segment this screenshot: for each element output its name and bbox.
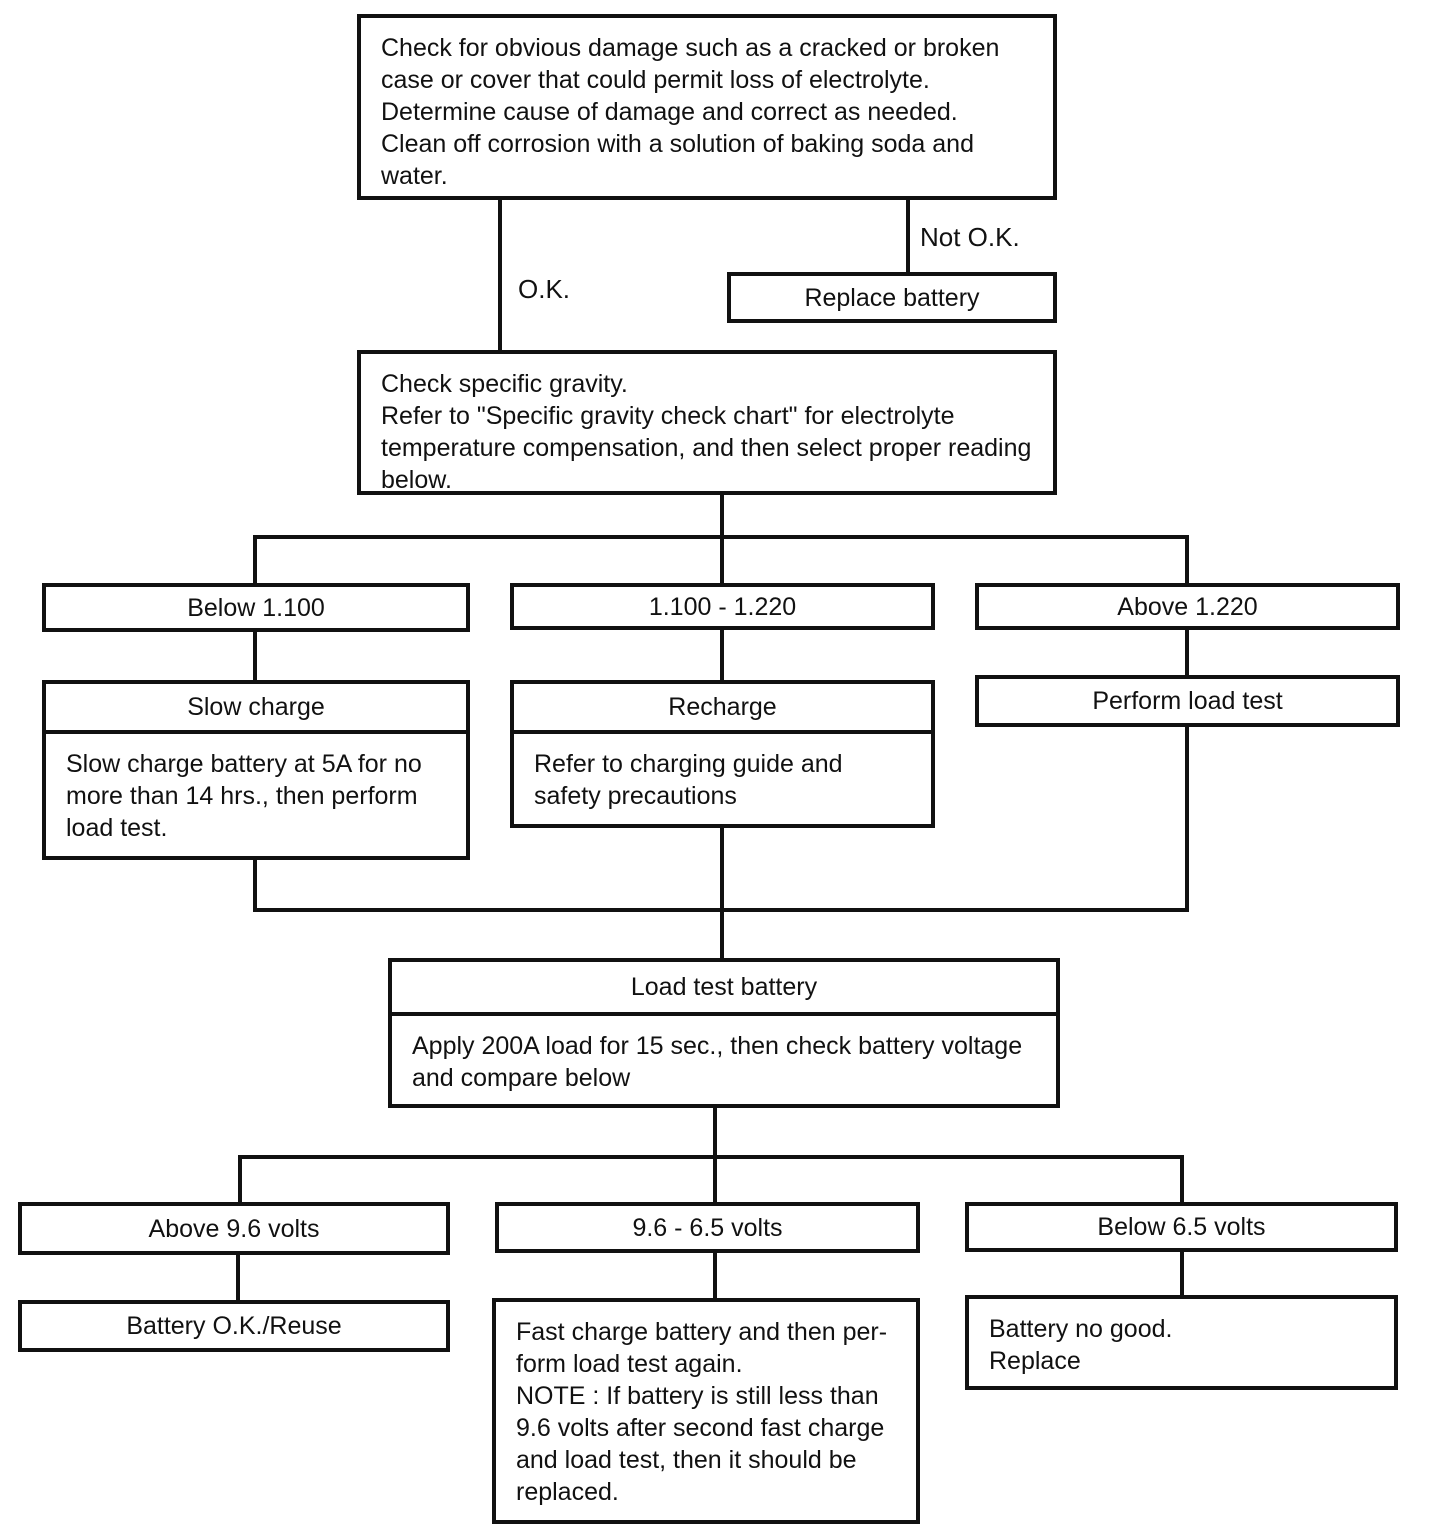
node-slow-charge-header: Slow charge	[46, 684, 466, 734]
node-96-65-volts: 9.6 - 6.5 volts	[495, 1202, 920, 1253]
connector-9665-down	[713, 1251, 717, 1300]
node-range-1100-1220: 1.100 - 1.220	[510, 583, 935, 630]
node-fast-charge: Fast charge battery and then per- form l…	[492, 1298, 920, 1524]
node-battery-no-good: Battery no good. Replace	[965, 1295, 1398, 1390]
connector-range-down	[720, 628, 724, 682]
connector-merge-mid	[720, 826, 724, 960]
connector-split2-mid	[713, 1155, 717, 1204]
node-recharge-body: Refer to charging guide and safety preca…	[534, 750, 843, 810]
node-damage-check: Check for obvious damage such as a crack…	[357, 14, 1057, 200]
node-load-test-battery: Load test battery Apply 200A load for 15…	[388, 958, 1060, 1108]
node-replace-battery: Replace battery	[727, 272, 1057, 323]
node-above-96-volts: Above 9.6 volts	[18, 1202, 450, 1255]
node-slow-charge: Slow charge Slow charge battery at 5A fo…	[42, 680, 470, 860]
connector-not-ok-line	[906, 200, 910, 274]
connector-merge-left	[253, 858, 257, 912]
connector-ok-line	[498, 200, 502, 352]
node-perform-load-test: Perform load test	[975, 675, 1400, 727]
connector-below65-down	[1180, 1250, 1184, 1297]
connector-merge-right	[1185, 725, 1189, 912]
node-above-1220: Above 1.220	[975, 583, 1400, 630]
connector-above96-down	[236, 1253, 240, 1302]
connector-split1-right	[1185, 535, 1189, 585]
node-specific-gravity: Check specific gravity. Refer to "Specif…	[357, 350, 1057, 495]
node-slow-charge-body: Slow charge battery at 5A for no more th…	[66, 750, 422, 842]
connector-gravity-down	[720, 493, 724, 539]
node-recharge-header: Recharge	[514, 684, 931, 734]
connector-split2-left	[238, 1155, 242, 1204]
connector-below1100-down	[253, 630, 257, 682]
connector-split1-left	[253, 535, 257, 585]
node-battery-ok-reuse: Battery O.K./Reuse	[18, 1300, 450, 1352]
connector-split1-mid	[720, 535, 724, 585]
edge-label-ok: O.K.	[518, 274, 571, 305]
node-load-test-battery-header: Load test battery	[392, 962, 1056, 1016]
node-recharge: Recharge Refer to charging guide and saf…	[510, 680, 935, 828]
connector-above1220-down	[1185, 628, 1189, 678]
connector-loadtest-down	[713, 1106, 717, 1159]
connector-split2-bar	[238, 1155, 1184, 1159]
node-below-1100: Below 1.100	[42, 583, 470, 632]
connector-split2-right	[1180, 1155, 1184, 1204]
node-load-test-battery-body: Apply 200A load for 15 sec., then check …	[412, 1032, 1023, 1092]
edge-label-not-ok: Not O.K.	[920, 222, 1020, 253]
node-below-65-volts: Below 6.5 volts	[965, 1202, 1398, 1252]
